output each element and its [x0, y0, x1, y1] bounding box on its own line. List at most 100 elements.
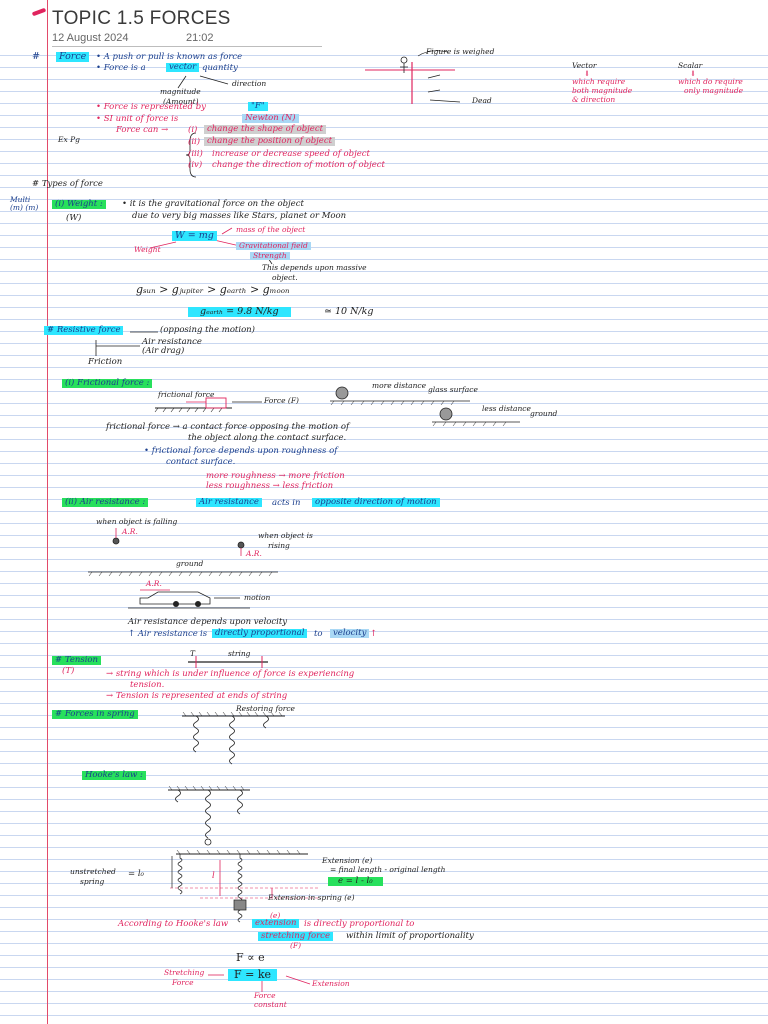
types-margin-note: Multi (m) (m) [10, 195, 39, 213]
scalar-arrow: ⇓ [690, 69, 697, 78]
margin-line [47, 0, 48, 1024]
weight-symbol: (W) [66, 213, 82, 223]
eq-l0: = l₀ [128, 869, 144, 879]
law-d: stretching force [258, 931, 333, 942]
types-heading: # Types of force [32, 179, 103, 189]
force-vector-word: vector [166, 62, 200, 73]
more-distance: more distance [372, 381, 427, 390]
dead-label: Dead [472, 96, 492, 105]
si-unit-value: Newton (N) [242, 113, 299, 124]
air-resistance-label: Air resistance [142, 337, 202, 347]
si-unit-text: • SI unit of force is [96, 114, 179, 124]
stretching-1: Stretching [164, 968, 205, 977]
side-note: Ex Pg [58, 135, 80, 144]
approx-gravity: ≃ 10 N/kg [324, 306, 374, 317]
air-drag-label: (Air drag) [142, 346, 185, 356]
air-res-stmt-b: acts in [272, 498, 301, 508]
air-res-prop-e: velocity [330, 628, 370, 639]
depends-1: This depends upon massive [262, 263, 367, 272]
force-represented: • Force is represented by [96, 102, 206, 112]
unstretched-1: unstretched [70, 867, 116, 876]
resistive-label: # Resistive force [44, 325, 124, 336]
vector-head: Vector [572, 61, 597, 70]
effect-2: change the position of object [204, 136, 336, 147]
air-res-depends: Air resistance depends upon velocity [128, 617, 288, 627]
frictional-label: (i) Frictional force : [62, 378, 153, 389]
frictional-dep-1: • frictional force depends upon roughnes… [144, 446, 338, 456]
less-roughness: less roughness → less friction [206, 481, 334, 491]
constant-2: constant [254, 1000, 287, 1009]
effect-4: change the direction of motion of object [212, 160, 385, 170]
frictional-fig-label: frictional force [158, 390, 215, 399]
effect-1: change the shape of object [204, 124, 327, 135]
note-time: 21:02 [186, 32, 214, 44]
amount-label: (Amount) [163, 97, 199, 106]
ar-rising: A.R. [246, 549, 262, 558]
proportionality: F ∝ e [236, 951, 265, 964]
weight-word: Weight [134, 245, 161, 254]
law-f: within limit of proportionality [346, 931, 474, 941]
extension-label: Extension (e) [322, 856, 373, 865]
earth-gravity: gₑₐᵣₜₕ = 9.8 N/kg [188, 306, 291, 318]
mass-of-object: mass of the object [236, 225, 306, 234]
scalar-body-2: only magnitude [684, 86, 744, 95]
force-can: Force can → [116, 125, 169, 135]
extension-word: Extension [312, 979, 350, 988]
extension-in-spring: Extension in spring (e) [268, 893, 355, 902]
air-res-stmt-a: Air resistance [196, 497, 262, 508]
vector-arrow: ⇓ [584, 69, 591, 78]
unstretched-2: spring [80, 877, 105, 886]
tension-symbol: (T) [62, 666, 75, 676]
air-res-prop-d: to [314, 629, 323, 639]
force-label: Force [56, 51, 90, 63]
when-rising-1: when object is [258, 531, 313, 540]
law-e: (e) [270, 911, 281, 920]
page-header-area [0, 0, 768, 46]
constant-1: Force [254, 991, 276, 1000]
force-hash: # [32, 51, 40, 62]
frictional-dep-2: contact surface. [166, 457, 236, 467]
weight-desc-2: due to very big masses like Stars, plane… [132, 211, 347, 221]
law-g: (F) [290, 941, 302, 950]
ground-air: ground [176, 559, 204, 568]
law-b: extension [252, 918, 300, 929]
weight-label: (i) Weight : [52, 199, 106, 210]
tension-line-3: → Tension is represented at ends of stri… [106, 691, 288, 701]
force-vector-b: quantity [202, 63, 238, 73]
air-res-prop-f: ↑ [370, 629, 378, 639]
scalar-body-1: which do require [678, 77, 743, 86]
note-date: 12 August 2024 [52, 32, 129, 44]
gravitational-field: Gravitational field [236, 241, 311, 251]
force-definition: • A push or pull is known as force [96, 52, 243, 62]
when-falling: when object is falling [96, 517, 178, 526]
final-formula: F = ke [228, 968, 278, 982]
frictional-def-2: the object along the contact surface. [188, 433, 347, 443]
string-label: string [228, 649, 251, 658]
direction-label: direction [232, 79, 267, 88]
extension-box: e = l - l₀ [328, 876, 383, 887]
vector-body-2: both magnitude [572, 86, 633, 95]
frictional-def-1: frictional force → a contact force oppos… [106, 422, 350, 432]
tension-label: # Tension [52, 655, 102, 666]
magnitude-label: magnitude [160, 87, 201, 96]
scalar-head: Scalar [678, 61, 703, 70]
weight-formula: W = mg [172, 230, 217, 242]
spring-label: # Forces in spring [52, 709, 138, 720]
resistive-opposing: (opposing the motion) [160, 325, 255, 335]
weight-desc-1: • it is the gravitational force on the o… [122, 199, 304, 209]
gravity-order: gₛᵤₙ > gⱼᵤₚᵢₜₑᵣ > gₑₐᵣₜₕ > gₘₒₒₙ [136, 283, 290, 296]
effect-num-1: (i) [188, 125, 198, 135]
air-res-stmt-c: opposite direction of motion [312, 497, 440, 508]
depends-2: object. [272, 273, 298, 282]
l-mark: l [212, 871, 215, 881]
effect-num-4: (iv) [188, 160, 203, 170]
restoring-force: Restoring force [236, 704, 295, 713]
tension-line-2: tension. [130, 680, 165, 690]
effect-3: increase or decrease speed of object [212, 149, 370, 159]
air-res-prop-a: ↑ Air resistance [128, 629, 198, 639]
tension-line-1: → string which is under influence of for… [106, 669, 355, 679]
ar-falling: A.R. [122, 527, 138, 536]
ground-label: ground [530, 409, 558, 418]
strength: Strength [250, 251, 290, 261]
friction-label: Friction [88, 357, 123, 367]
